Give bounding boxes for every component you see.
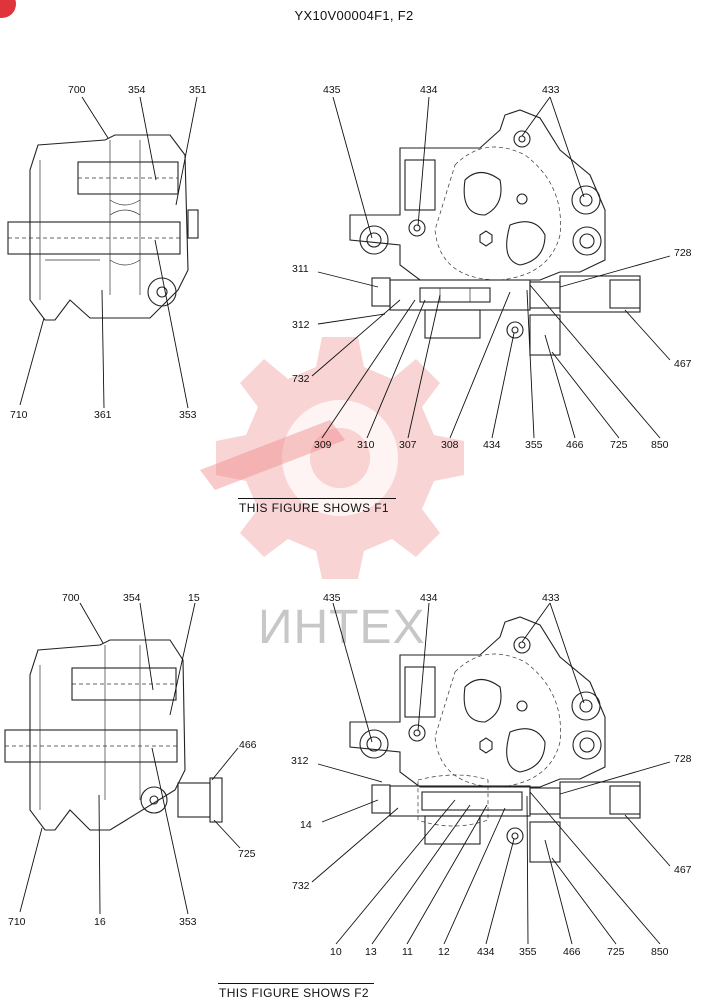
fig2-label: 467	[674, 864, 692, 876]
fig2-side-view	[4, 639, 223, 831]
fig1-label: 435	[323, 84, 341, 96]
fig1-label: 312	[292, 319, 310, 331]
fig1-label: 700	[68, 84, 86, 96]
fig1-label: 310	[357, 439, 375, 451]
fig2-label: 15	[188, 592, 200, 604]
fig2-label: 12	[438, 946, 450, 958]
fig1-label: 433	[542, 84, 560, 96]
fig2-label: 312	[291, 755, 309, 767]
fig1-label: 307	[399, 439, 417, 451]
fig1-main-view	[349, 109, 641, 356]
watermark-text: ИНТЕХ	[258, 601, 426, 654]
fig2-label: 725	[607, 946, 625, 958]
fig1-label: 434	[483, 439, 501, 451]
fig2-caption-rule	[218, 983, 374, 984]
fig1-label: 308	[441, 439, 459, 451]
fig2-label: 14	[300, 819, 312, 831]
fig2-label: 433	[542, 592, 560, 604]
fig2-main-view	[349, 616, 641, 863]
fig2-label: 434	[420, 592, 438, 604]
fig2-label: 725	[238, 848, 256, 860]
fig2-label: 434	[477, 946, 495, 958]
fig2-label: 850	[651, 946, 669, 958]
fig1-label: 728	[674, 247, 692, 259]
corner-badge	[0, 0, 16, 18]
fig1-label: 309	[314, 439, 332, 451]
fig1-label: 467	[674, 358, 692, 370]
fig1-label: 361	[94, 409, 112, 421]
fig2-label: 728	[674, 753, 692, 765]
document-title: YX10V00004F1, F2	[294, 8, 414, 23]
fig1-label: 351	[189, 84, 207, 96]
fig1-label: 311	[292, 263, 309, 275]
fig2-label: 354	[123, 592, 141, 604]
fig1-caption: THIS FIGURE SHOWS F1	[239, 501, 390, 515]
fig2-label: 16	[94, 916, 106, 928]
fig1-label: 850	[651, 439, 669, 451]
fig2-label: 353	[179, 916, 197, 928]
fig1-label: 354	[128, 84, 146, 96]
fig2-label: 355	[519, 946, 537, 958]
fig1-side-view	[7, 134, 199, 321]
fig1-label: 466	[566, 439, 584, 451]
fig1-label: 710	[10, 409, 28, 421]
fig1-label: 355	[525, 439, 543, 451]
fig2-label: 466	[239, 739, 257, 751]
fig2-label: 466	[563, 946, 581, 958]
fig1-label: 353	[179, 409, 197, 421]
fig2-label: 11	[402, 946, 413, 958]
fig1-label: 732	[292, 373, 310, 385]
fig2-caption: THIS FIGURE SHOWS F2	[219, 986, 370, 1000]
fig2-label: 700	[62, 592, 80, 604]
fig2-label: 13	[365, 946, 377, 958]
fig2-label: 732	[292, 880, 310, 892]
fig1-caption-rule	[238, 498, 396, 499]
fig1-label: 725	[610, 439, 628, 451]
fig2-label: 10	[330, 946, 342, 958]
fig2-label: 710	[8, 916, 26, 928]
fig2-label: 435	[323, 592, 341, 604]
fig1-label: 434	[420, 84, 438, 96]
